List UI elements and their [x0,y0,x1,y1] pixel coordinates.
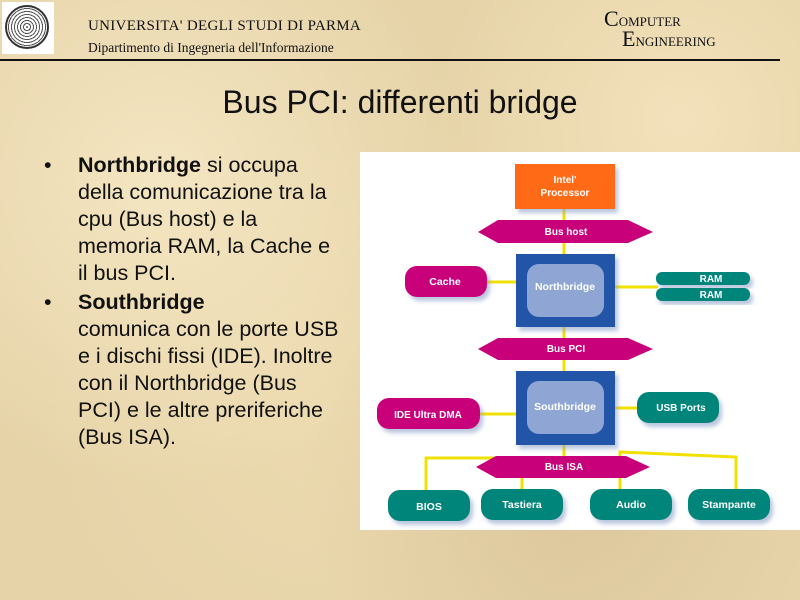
bullet-term: Northbridge [78,153,202,177]
ide-block: IDE Ultra DMA [377,398,480,429]
processor-block: Intel' Processor [515,164,615,209]
usb-block: USB Ports [637,392,719,423]
usb-label: USB Ports [656,403,706,414]
department-name: Dipartimento di Ingegneria dell'Informaz… [88,40,334,55]
bios-label: BIOS [416,501,442,513]
bullet-text: comunica con le porte USB e i dischi fis… [78,317,339,449]
northbridge-block: Northbridge [516,254,615,327]
cache-label: Cache [429,276,461,288]
ide-label: IDE Ultra DMA [394,410,462,421]
university-logo [2,2,54,54]
brand-initial-c: C [604,6,619,31]
bullet-list: • Northbridge si occupa della comunicazi… [44,152,344,453]
peripheral-bios: BIOS [388,490,470,521]
bullet-text: si occupa della comunicazione tra la cpu… [78,153,331,285]
bus-host-label: Bus host [545,227,588,238]
bus-host: Bus host [478,220,653,243]
northbridge-label: Northbridge [535,281,595,293]
brand-rest-omputer: OMPUTER [618,14,681,29]
bus-pci: Bus PCI [478,338,653,360]
ram-label-1: RAM [700,274,723,285]
audio-label: Audio [616,499,646,511]
bus-isa: Bus ISA [476,456,650,478]
university-name: UNIVERSITA' DEGLI STUDI DI PARMA [88,18,362,34]
brand-initial-e: E [622,26,636,51]
bullet-term: Southbridge [78,290,205,314]
bullet-northbridge: • Northbridge si occupa della comunicazi… [44,152,344,287]
southbridge-block: Southbridge [516,371,615,445]
bullet-dot: • [44,290,52,314]
tastiera-label: Tastiera [502,499,542,511]
ram-label-2: RAM [700,290,723,301]
seal-icon [5,5,49,49]
header-divider [0,59,780,61]
cache-block: Cache [405,266,487,297]
southbridge-label: Southbridge [534,401,596,413]
stampante-label: Stampante [702,499,756,511]
pci-bridge-diagram: Intel' Processor Bus host Northbridge Ca… [360,152,800,530]
bus-pci-label: Bus PCI [547,344,586,355]
ram-blocks: RAM RAM [656,272,750,301]
peripheral-stampante: Stampante [688,489,770,520]
processor-label-2: Processor [541,188,590,199]
peripheral-audio: Audio [590,489,672,520]
peripheral-tastiera: Tastiera [481,489,563,520]
slide-title: Bus PCI: differenti bridge [222,84,578,120]
processor-label-1: Intel' [554,175,577,186]
brand-rest-ngineering: NGINEERING [635,34,716,49]
bus-isa-label: Bus ISA [545,462,583,473]
bullet-dot: • [44,153,52,177]
bullet-southbridge: • Southbridge comunica con le porte USB … [44,289,344,451]
